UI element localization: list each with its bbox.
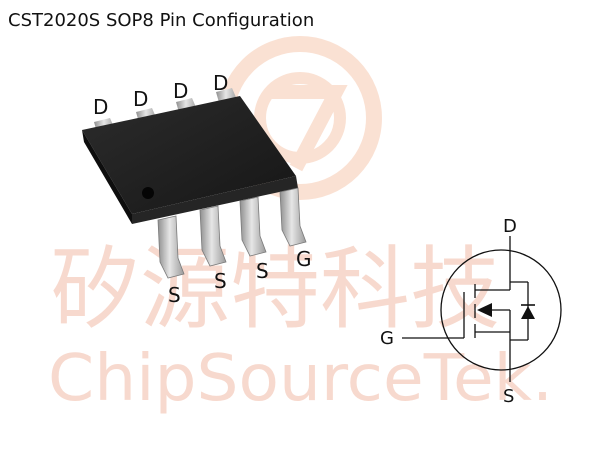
- bottom-pin-labels: S S S G: [168, 247, 312, 307]
- pin1-marker-dot: [142, 187, 154, 199]
- chip-side-face: [132, 176, 298, 224]
- channel-arrow-icon: [477, 303, 492, 317]
- pin-label-s1: S: [168, 283, 181, 307]
- pin-label-d2: D: [133, 87, 148, 111]
- watermark-latin-text: ChipSourceTek.: [48, 342, 553, 416]
- watermark-cjk-text: 矽源特科技: [50, 237, 500, 342]
- pin-label-d1: D: [93, 95, 108, 119]
- drain-label: D: [503, 216, 517, 237]
- chip-top-face: [82, 96, 296, 214]
- bottom-pin-3: [239, 196, 267, 257]
- top-pin-labels: D D D D: [93, 71, 228, 119]
- sop8-package: [82, 88, 307, 279]
- mosfet-outline-circle: [440, 249, 562, 371]
- source-label: S: [503, 386, 514, 407]
- bottom-pin-2: [199, 205, 227, 267]
- pin-label-d3: D: [173, 79, 188, 103]
- schematic-labels: D G S: [380, 216, 517, 407]
- pin-label-s2: S: [214, 269, 227, 293]
- chip-front-face: [82, 130, 132, 224]
- body-diode-icon: [521, 306, 535, 319]
- gate-label: G: [380, 328, 394, 349]
- page-title: CST2020S SOP8 Pin Configuration: [8, 10, 315, 31]
- bottom-pin-4: [279, 187, 307, 247]
- pin-label-d4: D: [213, 71, 228, 95]
- pin-label-s3: S: [256, 259, 269, 283]
- bottom-pin-1: [157, 215, 185, 279]
- pin-label-g: G: [296, 247, 312, 271]
